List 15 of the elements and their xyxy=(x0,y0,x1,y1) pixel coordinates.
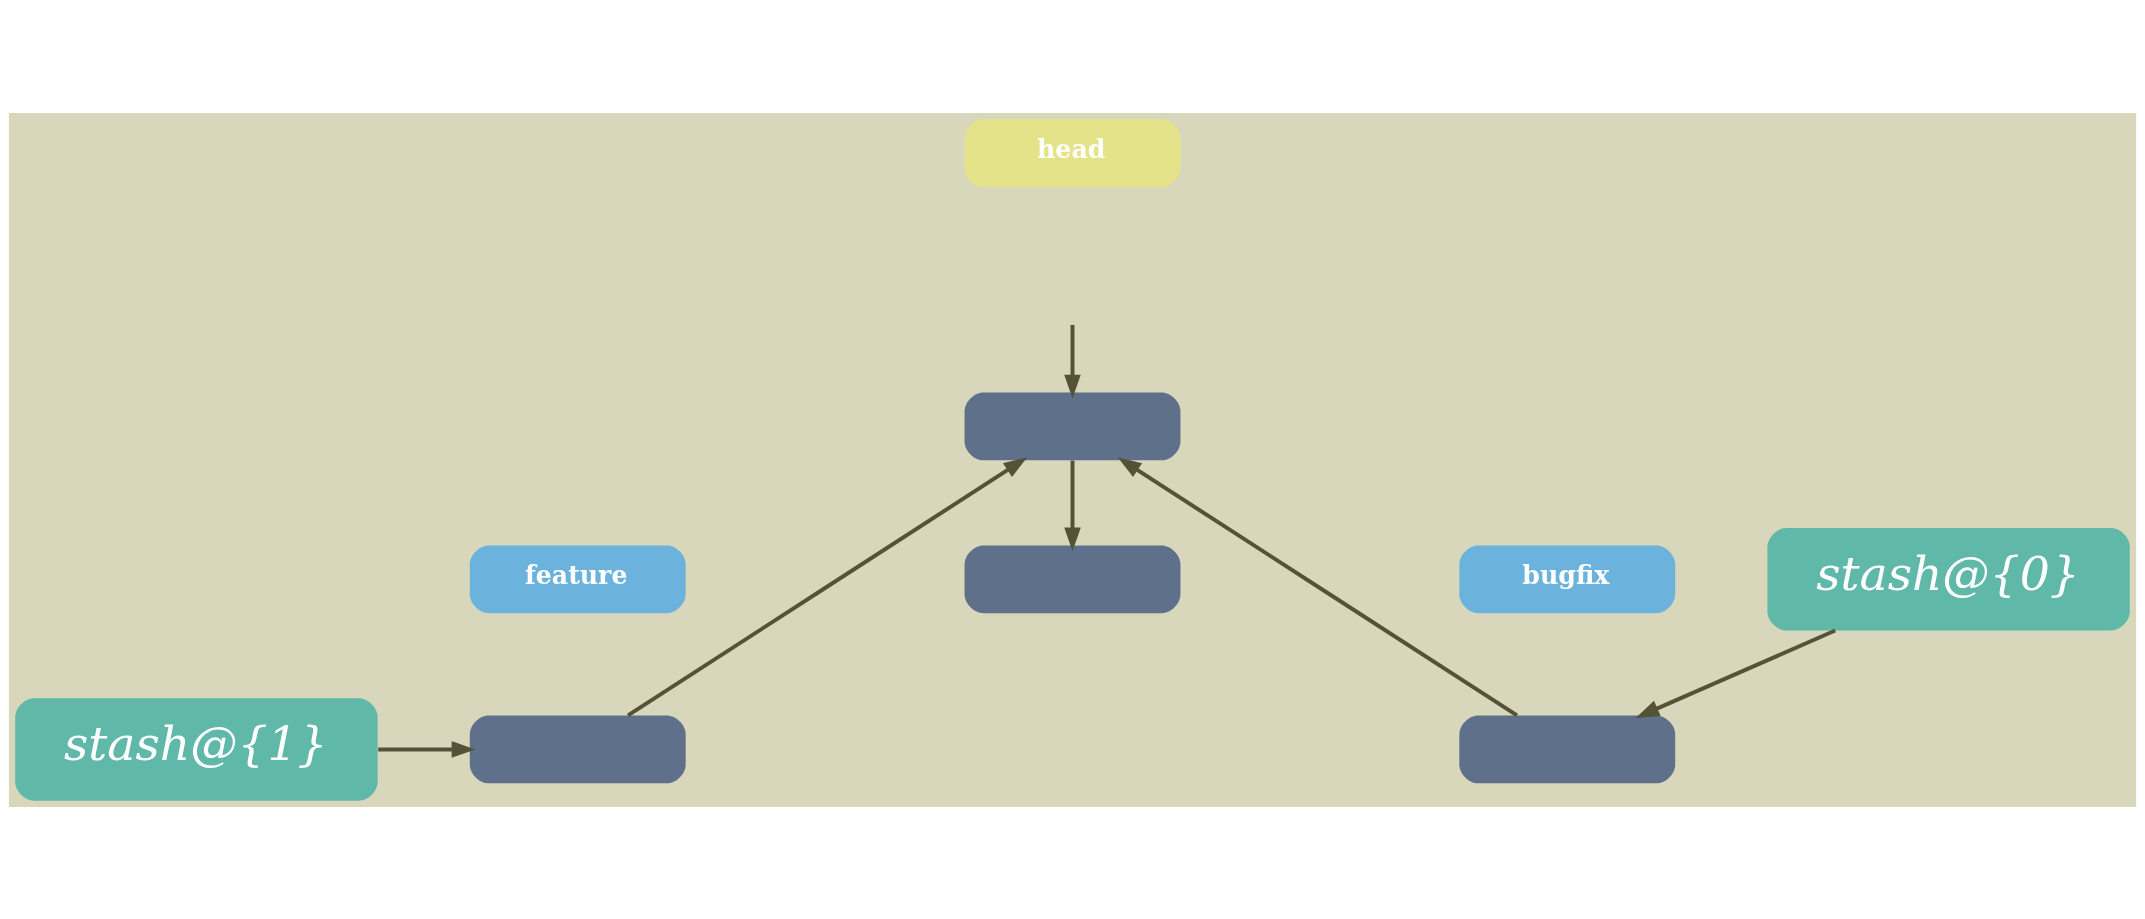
arrow xyxy=(1064,324,1081,398)
node-box: bugfix xyxy=(1459,544,1676,613)
node-box: stash@{0} xyxy=(1767,527,2130,630)
node-box xyxy=(964,544,1181,613)
arrow xyxy=(378,740,476,758)
arrow xyxy=(1117,456,1519,717)
arrow xyxy=(626,456,1028,717)
node-box: feature xyxy=(469,544,686,613)
arrow xyxy=(1635,628,1836,718)
node-box xyxy=(1459,715,1676,783)
arrow xyxy=(1064,460,1081,551)
node-box: head xyxy=(964,118,1181,187)
node-box: stash@{1} xyxy=(15,697,378,801)
node-box xyxy=(964,392,1181,460)
node-box xyxy=(469,715,686,783)
